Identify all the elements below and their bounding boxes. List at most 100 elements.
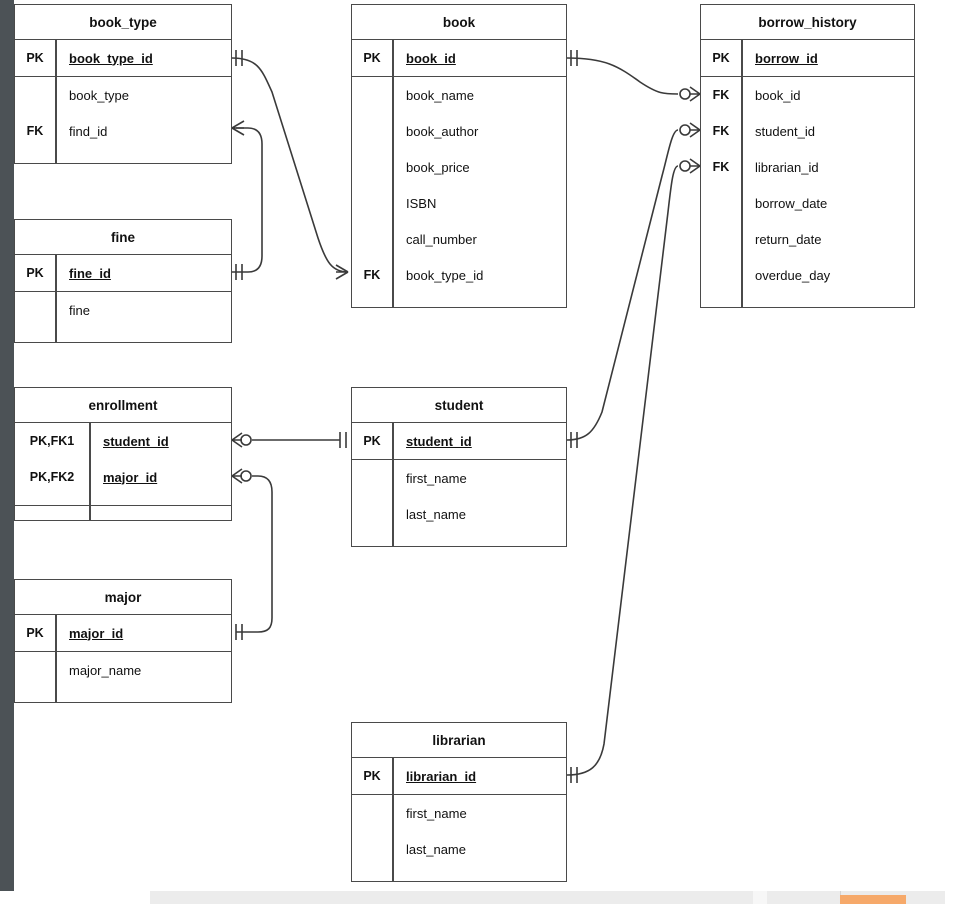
field-name: borrow_id — [755, 50, 818, 66]
field-name: borrow_date — [755, 195, 828, 211]
field-name: student_id — [103, 433, 169, 449]
entity-key-section-student: PK student_id — [352, 423, 566, 460]
entity-field-row: last_name — [352, 831, 566, 867]
field-name: first_name — [406, 470, 467, 486]
entity-key-section-librarian: PK librarian_id — [352, 758, 566, 795]
field-name: fine — [69, 302, 90, 318]
key-flag: FK — [363, 268, 381, 282]
entity-field-row: call_number — [352, 221, 566, 257]
section-padding — [352, 867, 566, 881]
entity-attribute-section-major: major_name — [15, 652, 231, 702]
entity-title-borrow_history: borrow_history — [701, 5, 914, 40]
entity-field-row: major_name — [15, 652, 231, 688]
field-name: book_type_id — [69, 50, 153, 66]
field-name: first_name — [406, 805, 467, 821]
entity-field-row: FK book_type_id — [352, 257, 566, 293]
section-padding — [15, 506, 231, 520]
entity-title-student: student — [352, 388, 566, 423]
entity-field-row: ISBN — [352, 185, 566, 221]
entity-title-book: book — [352, 5, 566, 40]
entity-title-fine: fine — [15, 220, 231, 255]
row-spacer — [15, 495, 231, 505]
field-name: fine_id — [69, 265, 111, 281]
scrollbar-segment — [945, 891, 975, 904]
field-name: student_id — [406, 433, 472, 449]
field-name: book_id — [406, 50, 456, 66]
entity-title-enrollment: enrollment — [15, 388, 231, 423]
entity-attribute-section-student: first_name last_name — [352, 460, 566, 546]
entity-title-librarian: librarian — [352, 723, 566, 758]
entity-field-row: overdue_day — [701, 257, 914, 293]
entity-field-row: book_author — [352, 113, 566, 149]
field-name: book_name — [406, 87, 474, 103]
field-name: librarian_id — [406, 768, 477, 784]
field-name: last_name — [406, 506, 466, 522]
key-flag: PK — [363, 769, 381, 783]
entity-field-row: PK librarian_id — [352, 758, 566, 794]
key-flag: FK — [712, 160, 730, 174]
entity-field-row: FK librarian_id — [701, 149, 914, 185]
horizontal-scrollbar[interactable] — [0, 891, 975, 904]
section-padding — [352, 532, 566, 546]
entity-field-row: PK student_id — [352, 423, 566, 459]
entity-field-row: PK,FK2 major_id — [15, 459, 231, 495]
entity-field-row: FK find_id — [15, 113, 231, 149]
scrollbar-segment — [150, 891, 945, 904]
section-padding — [15, 688, 231, 702]
field-name: book_type — [69, 87, 129, 103]
field-name: return_date — [755, 231, 822, 247]
field-name: ISBN — [406, 195, 437, 211]
entity-field-row: first_name — [352, 460, 566, 496]
entity-attribute-section-fine: fine — [15, 292, 231, 342]
field-name: student_id — [755, 123, 815, 139]
entity-title-major: major — [15, 580, 231, 615]
field-name: overdue_day — [755, 267, 831, 283]
section-padding — [352, 293, 566, 307]
key-flag: PK — [363, 434, 381, 448]
entity-field-row: book_price — [352, 149, 566, 185]
section-padding — [701, 293, 914, 307]
scrollbar-accent-thumb[interactable] — [840, 895, 906, 904]
key-flag: PK,FK2 — [29, 470, 75, 484]
field-name: major_id — [103, 469, 158, 485]
section-padding — [15, 328, 231, 342]
field-name: book_type_id — [406, 267, 484, 283]
field-name: major_name — [69, 662, 142, 678]
entity-attribute-section-enrollment — [15, 506, 231, 520]
key-flag: PK,FK1 — [29, 434, 75, 448]
key-flag: FK — [712, 88, 730, 102]
entity-field-row: last_name — [352, 496, 566, 532]
window-left-rail — [0, 0, 14, 891]
entity-field-row: borrow_date — [701, 185, 914, 221]
field-name: call_number — [406, 231, 477, 247]
entity-attribute-section-librarian: first_name last_name — [352, 795, 566, 881]
entity-field-row: PK,FK1 student_id — [15, 423, 231, 459]
key-flag: FK — [26, 124, 44, 138]
field-name: librarian_id — [755, 159, 819, 175]
field-name: book_author — [406, 123, 479, 139]
field-name: book_price — [406, 159, 470, 175]
field-name: find_id — [69, 123, 108, 139]
